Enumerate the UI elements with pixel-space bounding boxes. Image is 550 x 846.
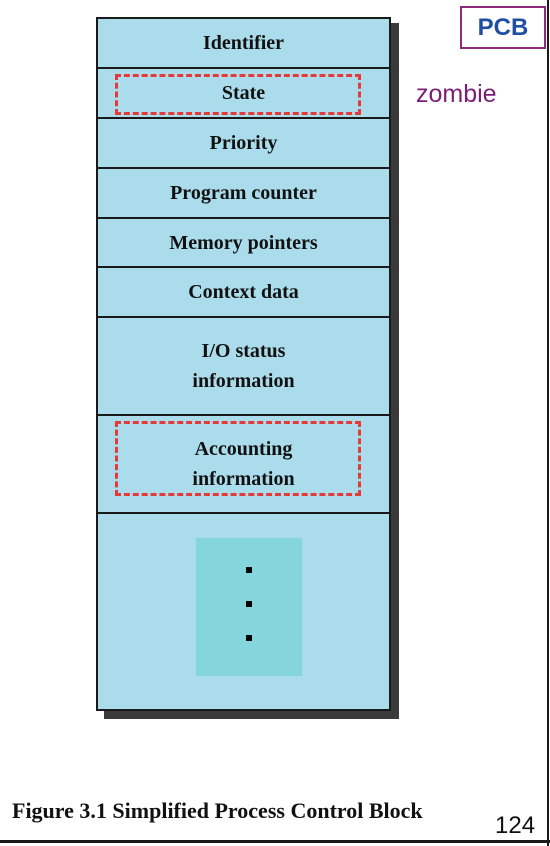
field-memory-pointers: Memory pointers xyxy=(98,219,389,268)
field-priority: Priority xyxy=(98,119,389,169)
field-memory-pointers-label: Memory pointers xyxy=(169,231,318,254)
zombie-annotation: zombie xyxy=(416,80,497,108)
field-state-label: State xyxy=(221,82,266,104)
page-number: 124 xyxy=(495,812,536,839)
pcb-field-stack: Identifier State Priority Program counte… xyxy=(96,17,391,711)
field-context-data-label: Context data xyxy=(188,281,299,303)
accounting-highlight-box xyxy=(115,421,361,496)
field-io-status: I/O status information xyxy=(98,318,389,416)
field-identifier: Identifier xyxy=(98,19,389,69)
ellipsis-panel xyxy=(196,538,302,676)
field-context-data: Context data xyxy=(98,268,389,318)
ellipsis-dot-icon xyxy=(246,567,252,573)
bottom-edge-rule xyxy=(0,840,550,843)
figure-caption: Figure 3.1 Simplified Process Control Bl… xyxy=(12,798,423,823)
field-priority-label: Priority xyxy=(209,132,278,154)
field-io-status-line2: information xyxy=(192,370,295,392)
pcb-tag: PCB xyxy=(460,6,546,49)
field-identifier-label: Identifier xyxy=(202,32,285,54)
field-program-counter-label: Program counter xyxy=(170,182,317,204)
field-program-counter: Program counter xyxy=(98,169,389,219)
right-edge-rule xyxy=(547,0,549,846)
ellipsis-dot-icon xyxy=(246,601,252,607)
field-io-status-line1: I/O status xyxy=(201,340,286,362)
ellipsis-dot-icon xyxy=(246,635,252,641)
state-highlight-box xyxy=(115,74,361,115)
field-accounting-line2: information xyxy=(192,468,295,490)
field-accounting: Accounting information xyxy=(98,416,389,514)
field-state: State xyxy=(98,69,389,119)
field-accounting-line1: Accounting xyxy=(194,438,293,460)
